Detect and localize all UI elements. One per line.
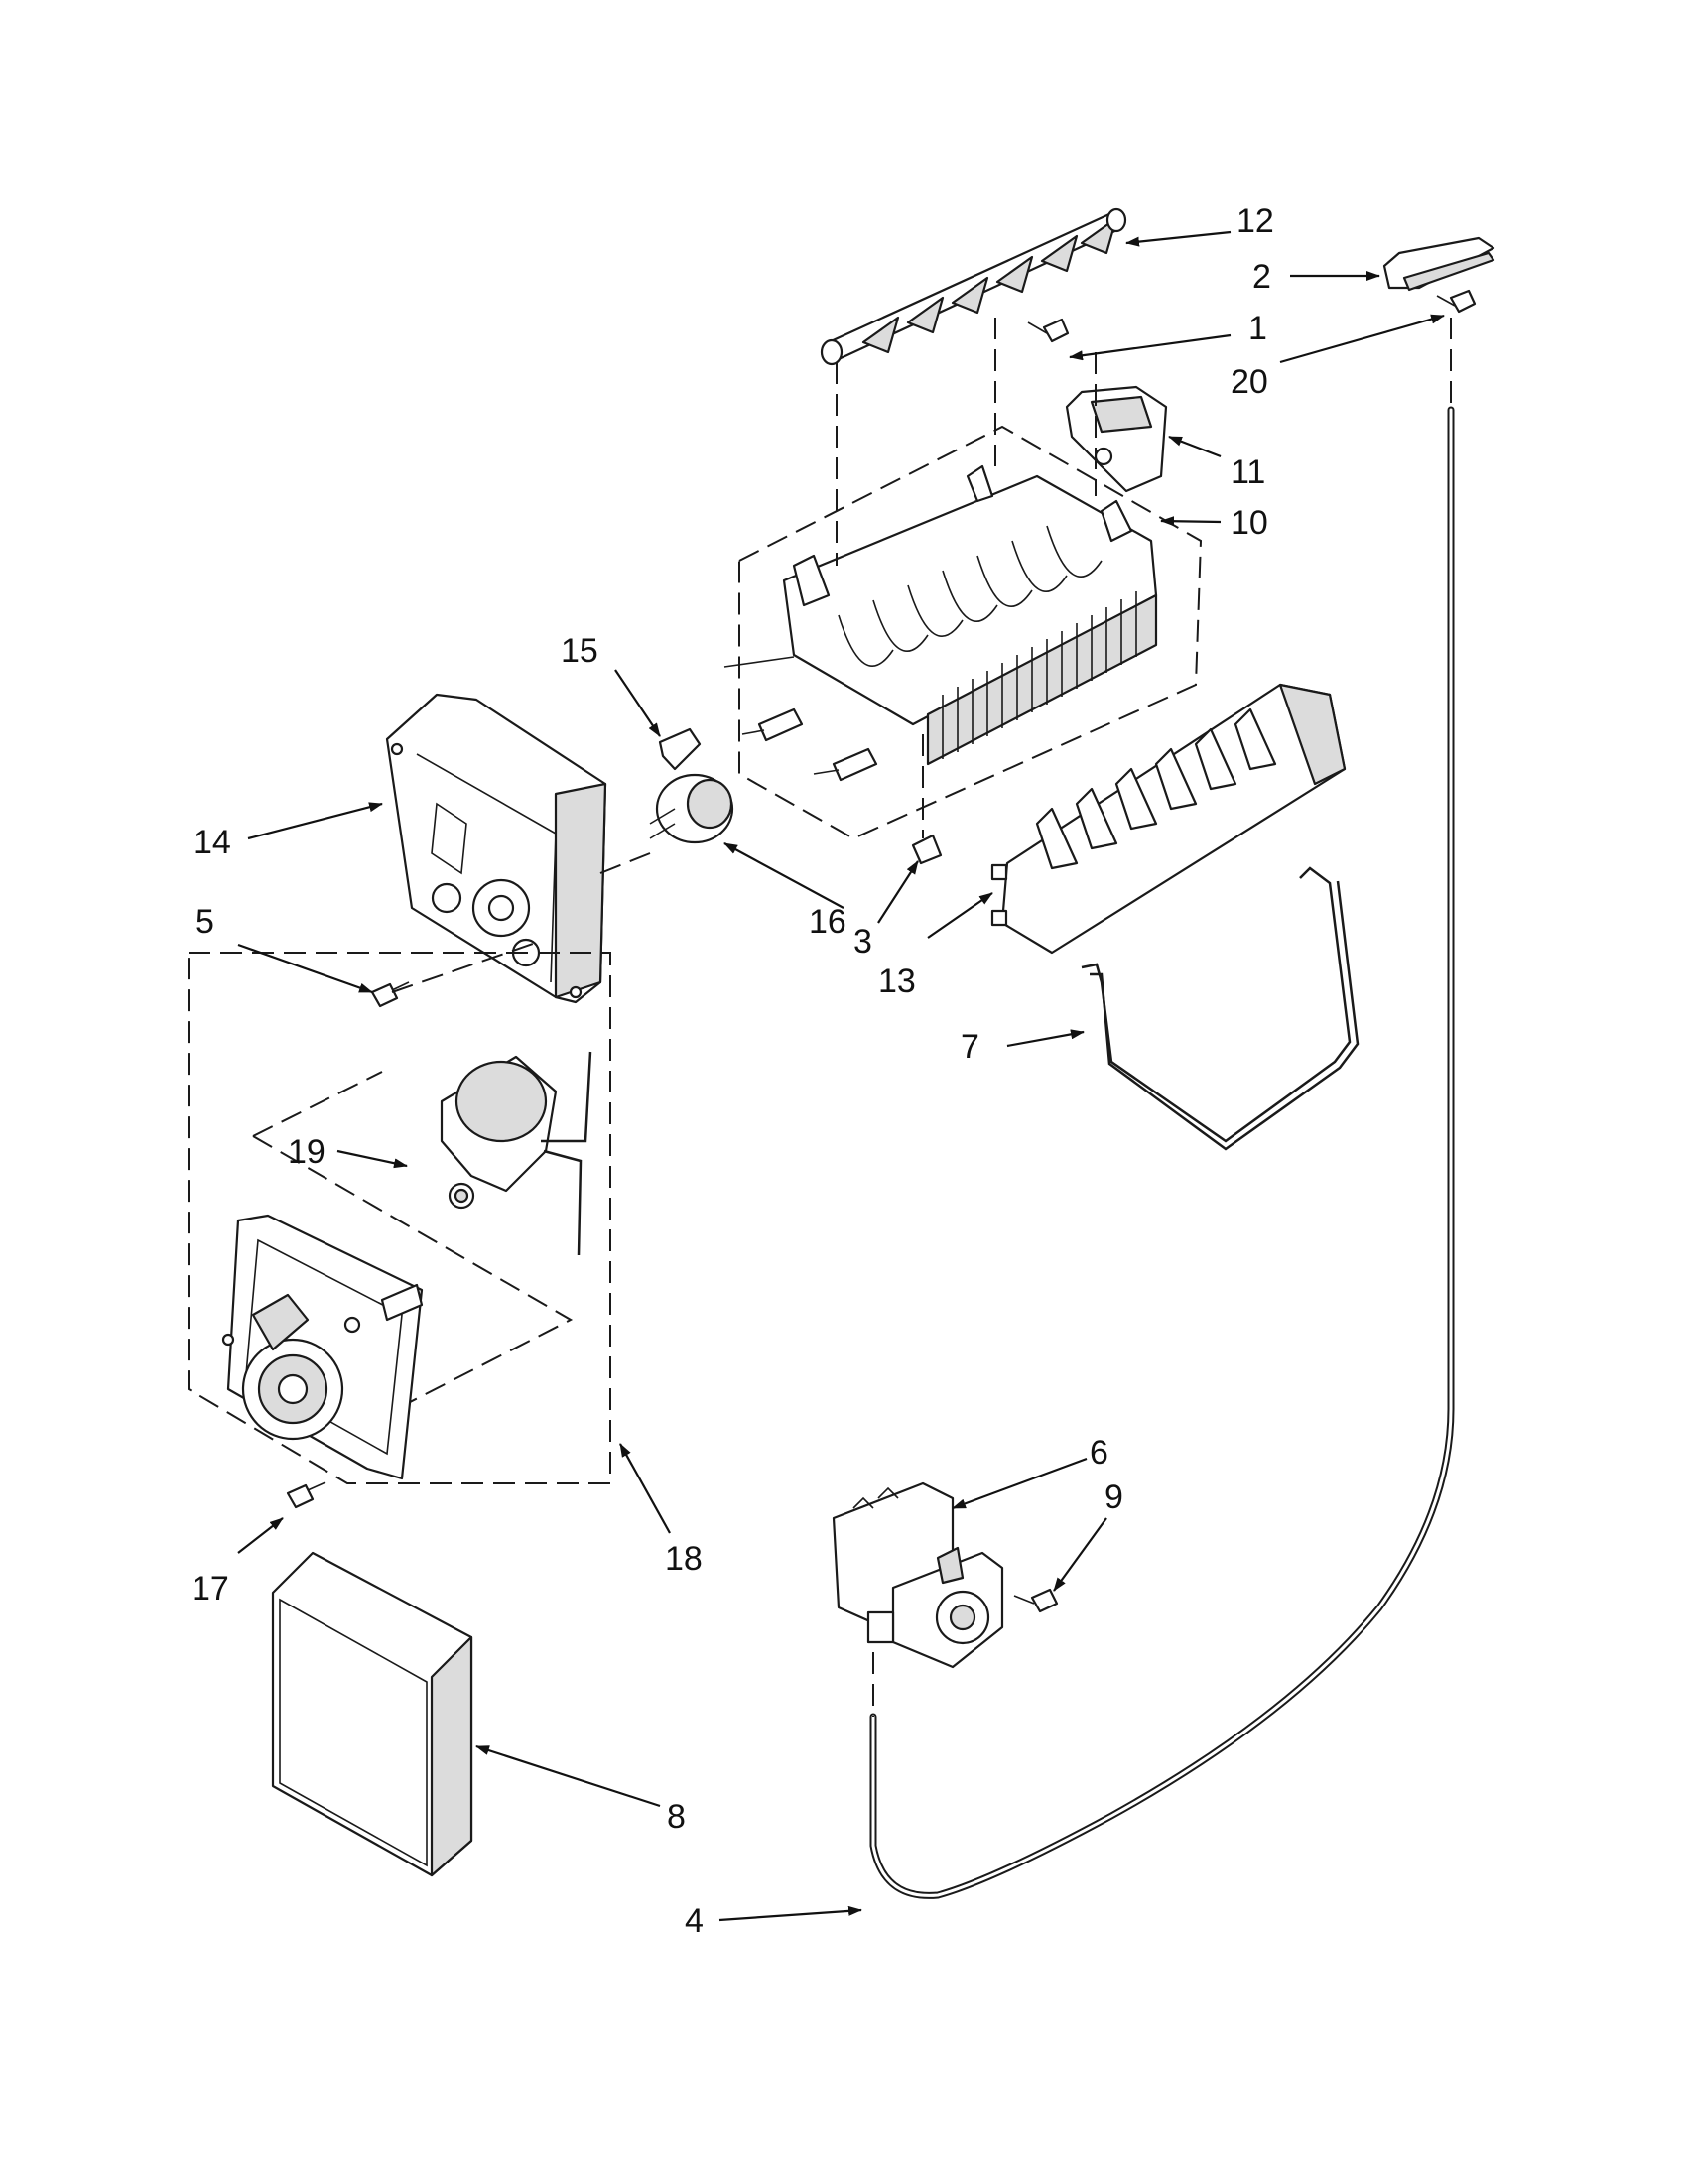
callout-20: 20 [1231,363,1268,401]
alignment-lines [599,318,1452,1717]
callout-10: 10 [1231,504,1268,542]
part-16-thermostat[interactable] [649,773,734,844]
callout-6: 6 [1090,1434,1108,1472]
callout-15: 15 [561,632,598,670]
callout-17: 17 [192,1570,229,1607]
callout-2: 2 [1252,258,1271,296]
part-5-screw[interactable] [370,981,410,1008]
part-4-water-tube[interactable] [869,406,1455,1899]
part-12-ejector-bar[interactable] [820,207,1127,366]
callout-13: 13 [878,963,916,1000]
callout-8: 8 [667,1798,686,1836]
callout-4: 4 [685,1902,704,1940]
callout-19: 19 [288,1133,325,1171]
callout-18: 18 [665,1540,703,1578]
leader-lines [237,230,1445,1922]
callout-11: 11 [1231,453,1265,491]
callout-labels: 12 2 1 20 11 10 15 14 16 3 13 5 7 19 17 … [192,202,1274,1940]
part-9-screw[interactable] [1013,1588,1059,1613]
part-10-ice-mold[interactable] [723,425,1203,840]
assembly-line [391,942,537,993]
callout-16: 16 [809,903,846,941]
part-2-bracket[interactable] [1382,236,1495,292]
callout-5: 5 [195,903,214,941]
part-3-clip[interactable] [911,834,943,865]
part-17-screw[interactable] [286,1481,326,1509]
part-8-front-cover[interactable] [271,1551,473,1877]
part-11-housing[interactable] [1065,385,1168,493]
callout-7: 7 [961,1028,979,1066]
module-plate[interactable] [221,1214,424,1480]
callout-1: 1 [1248,310,1267,347]
part-15-clip[interactable] [658,727,702,771]
callout-14: 14 [194,824,231,861]
part-1-screw[interactable] [1027,318,1070,343]
part-18-module-assembly[interactable] [188,952,611,1484]
callout-12: 12 [1236,202,1274,240]
part-19-motor[interactable] [440,1051,592,1256]
part-6-water-valve[interactable] [832,1481,1004,1669]
part-14-control-housing[interactable] [385,693,607,1004]
callout-3: 3 [853,923,872,961]
callout-9: 9 [1104,1478,1123,1516]
part-7-shutoff-arm[interactable] [1081,866,1360,1151]
part-20-screw[interactable] [1436,289,1477,314]
part-13-mold-cover[interactable] [990,683,1347,955]
